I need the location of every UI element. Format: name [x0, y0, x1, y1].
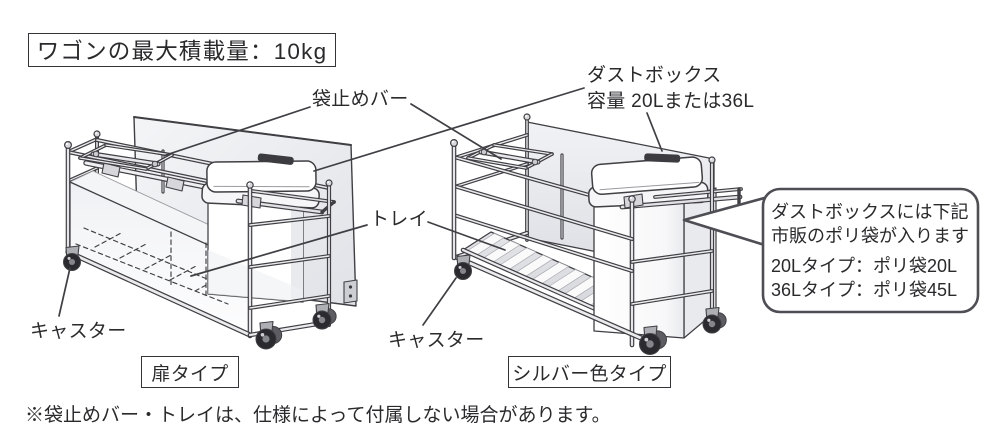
max-load-title: ワゴンの最大積載量：10kg	[36, 39, 328, 64]
silver-type-box: シルバー色タイプ	[508, 356, 671, 388]
leader-lines	[58, 87, 663, 326]
bag-stopper-label: 袋止めバー	[312, 89, 409, 110]
left-cart-illustration	[63, 116, 358, 350]
leader-dustbox-right	[646, 112, 663, 152]
callout-bag-size-20: 20Lタイプ：ポリ袋20L	[771, 256, 958, 276]
right-cart-illustration	[450, 113, 743, 355]
leader-bag-stopper-right	[410, 103, 502, 160]
footnote-text: ※袋止めバー・トレイは、仕様によって付属しない場合があります。	[25, 405, 611, 426]
dust-box-label-line2: 容量 20Lまたは36L	[587, 91, 755, 112]
leader-bag-stopper-left	[165, 106, 311, 156]
callout-line2: 市販のポリ袋が入ります	[771, 225, 969, 246]
leader-tray-right	[427, 221, 506, 251]
leader-dustbox-left	[313, 87, 585, 172]
dust-box-label: ダストボックス 容量 20Lまたは36L	[587, 63, 754, 115]
callout-bubble-shape	[682, 187, 980, 314]
caster-label-right: キャスター	[388, 330, 485, 351]
callout-bubble-text: ダストボックスには下記 市販のポリ袋が入ります 20Lタイプ：ポリ袋20L 36…	[771, 201, 977, 302]
door-type-label: 扉タイプ	[151, 363, 229, 385]
callout-line1: ダストボックスには下記	[771, 202, 969, 222]
caster-label-left: キャスター	[30, 321, 127, 342]
callout-bag-size-36: 36Lタイプ：ポリ袋45L	[771, 279, 958, 300]
tray-label: トレイ	[370, 209, 428, 230]
dust-box-label-line1: ダストボックス	[587, 65, 722, 86]
door-type-box: 扉タイプ	[141, 356, 239, 388]
max-load-title-box: ワゴンの最大積載量：10kg	[28, 33, 336, 67]
leader-caster-left	[58, 267, 71, 317]
silver-type-label: シルバー色タイプ	[512, 363, 667, 385]
leader-tray-left	[190, 224, 368, 277]
leader-caster-right	[422, 277, 457, 326]
callout-bag-sizes: 20Lタイプ：ポリ袋20L 36Lタイプ：ポリ袋45L	[771, 255, 977, 302]
